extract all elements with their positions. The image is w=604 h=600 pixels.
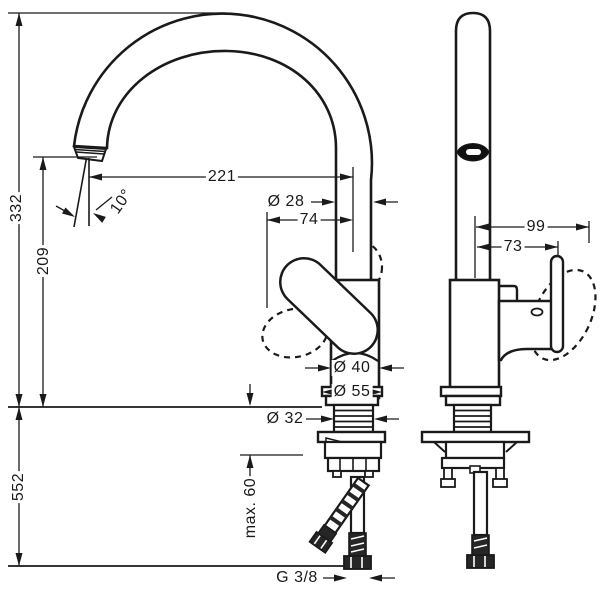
side-hose-braid-marks: [473, 537, 488, 549]
side-screw-foot-right: [492, 478, 508, 488]
front-view: [72, 12, 387, 570]
side-handle-blade: [549, 254, 565, 354]
dim-label-counter-thickness: max. 60: [242, 475, 259, 541]
aerator-lines: [74, 148, 106, 155]
side-screw-foot-left: [440, 478, 456, 488]
dim-label-handle-offset: 74: [297, 211, 321, 228]
front-nut-knurls: [339, 458, 367, 471]
side-mounting-body: [444, 440, 506, 460]
side-hose: [472, 470, 489, 537]
dim-label-lever-offset: 73: [501, 238, 525, 255]
front-mounting-body: [323, 440, 383, 460]
side-hose-nut-slits: [473, 556, 486, 567]
front-handle-lever-fill: [281, 259, 377, 353]
dim-label-thread: G 3/8: [274, 569, 320, 586]
side-view: [420, 11, 565, 569]
front-hose-nut: [343, 555, 372, 570]
side-escutcheon-top: [439, 385, 503, 398]
side-body: [448, 278, 501, 402]
dim-label-spout-reach: 221: [205, 168, 239, 185]
dim-label-hole-diameter: Ø 32: [264, 410, 306, 427]
dim-label-under-counter: 552: [10, 470, 27, 504]
side-escutcheon-bottom: [444, 394, 502, 407]
dim-label-total-height: 332: [8, 191, 25, 225]
side-hose-nut: [466, 554, 495, 569]
front-threaded-shank: [332, 403, 375, 434]
front-nut-tab-left: [332, 470, 342, 478]
dim-label-spout-height: 209: [35, 244, 52, 278]
dim-label-body-diameter: Ø 40: [331, 359, 373, 376]
front-shank-threads: [334, 409, 373, 428]
front-nut-tab-right: [364, 470, 374, 478]
arrowheads: [15, 13, 589, 582]
front-hose-braid-marks: [350, 535, 365, 553]
dim-label-base-diameter: Ø 55: [331, 383, 373, 400]
side-aerator-slot: [466, 149, 481, 155]
side-plate-slants: [433, 441, 518, 453]
spout-arc: [72, 12, 374, 304]
side-handle-arm: [497, 299, 555, 362]
front-hose-nut-slits: [350, 557, 363, 568]
side-handle-hole: [530, 307, 544, 317]
side-mounting-plate: [420, 430, 531, 444]
dim-label-spout-diameter: Ø 28: [265, 193, 307, 210]
dim-label-side-reach: 99: [524, 218, 548, 235]
side-body-step: [499, 284, 519, 300]
side-shank-threads: [454, 409, 491, 428]
side-threaded-shank: [452, 403, 493, 434]
angle-leader-right: [95, 196, 113, 211]
stream-line-angled: [73, 157, 88, 228]
front-hose-diagonal: [308, 476, 371, 554]
